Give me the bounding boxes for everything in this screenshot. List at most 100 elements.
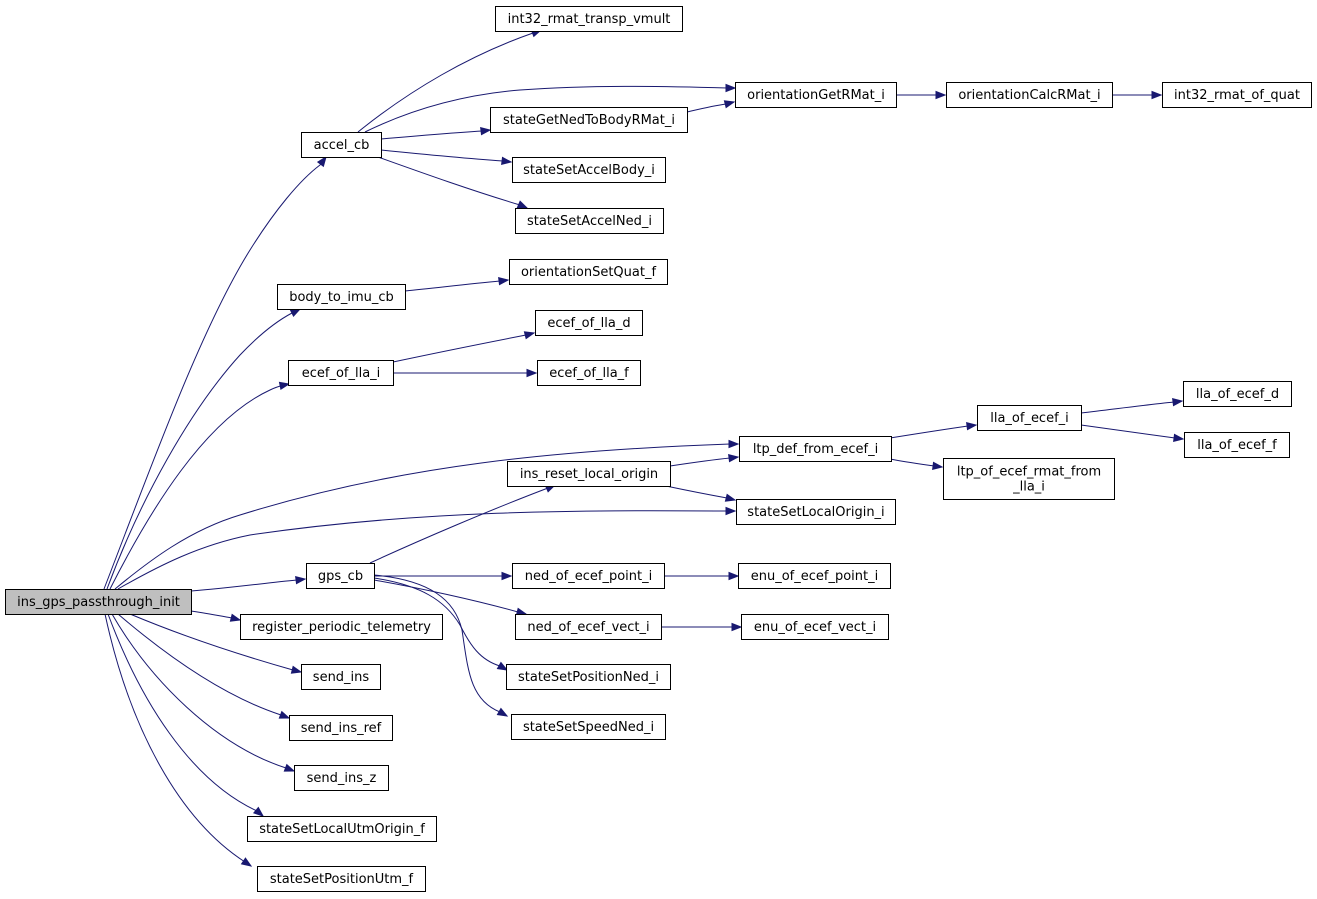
node-box bbox=[507, 461, 671, 487]
edge-accel_cb-to-stateSetAccelBody_i bbox=[380, 149, 513, 166]
node-lla_of_ecef_i[interactable]: lla_of_ecef_i bbox=[977, 405, 1082, 431]
edge-line bbox=[109, 383, 290, 590]
edge-gps_cb-to-stateSetPositionNed_i bbox=[373, 577, 509, 671]
arrow-head bbox=[501, 156, 513, 166]
node-label: ned_of_ecef_vect_i bbox=[527, 620, 649, 635]
edge-ins_reset_local_origin-to-ltp_def_from_ecef_i bbox=[669, 453, 740, 467]
node-body_to_imu_cb[interactable]: body_to_imu_cb bbox=[277, 284, 406, 310]
node-ecef_of_lla_d[interactable]: ecef_of_lla_d bbox=[535, 310, 643, 336]
arrow-head bbox=[523, 331, 536, 340]
arrow-head bbox=[935, 90, 947, 100]
arrow-head bbox=[290, 665, 303, 674]
edge-line bbox=[380, 149, 512, 163]
edge-line bbox=[373, 577, 508, 671]
edge-line bbox=[364, 85, 735, 133]
arrow-head bbox=[240, 857, 253, 867]
edge-accel_cb-to-stateSetAccelNed_i bbox=[377, 156, 529, 209]
node-label: ins_gps_passthrough_init bbox=[17, 595, 180, 610]
node-label: stateGetNedToBodyRMat_i bbox=[503, 113, 675, 128]
node-box bbox=[739, 436, 892, 462]
node-orientationGetRMat_i[interactable]: orientationGetRMat_i bbox=[735, 82, 897, 108]
node-label: ecef_of_lla_d bbox=[547, 316, 630, 331]
node-label: register_periodic_telemetry bbox=[252, 620, 431, 635]
edge-ecef_of_lla_i-to-ecef_of_lla_d bbox=[392, 331, 536, 363]
node-send_ins_ref[interactable]: send_ins_ref bbox=[289, 715, 393, 741]
node-orientationCalcRMat_i[interactable]: orientationCalcRMat_i bbox=[946, 82, 1113, 108]
node-orientationSetQuat_f[interactable]: orientationSetQuat_f bbox=[509, 259, 668, 285]
node-box bbox=[288, 360, 394, 386]
node-accel_cb[interactable]: accel_cb bbox=[301, 132, 382, 158]
arrow-head bbox=[966, 421, 978, 431]
node-label: send_ins_ref bbox=[301, 721, 382, 736]
node-ins_reset_local_origin[interactable]: ins_reset_local_origin bbox=[507, 461, 671, 487]
edge-line bbox=[669, 456, 739, 467]
node-box bbox=[738, 563, 891, 589]
edge-ins_gps_passthrough_init-to-send_ins bbox=[129, 613, 303, 674]
node-stateGetNedToBodyRMat_i[interactable]: stateGetNedToBodyRMat_i bbox=[490, 107, 688, 133]
node-box bbox=[277, 284, 406, 310]
node-label: enu_of_ecef_point_i bbox=[751, 569, 879, 584]
arrow-head bbox=[1151, 90, 1163, 100]
node-ltp_def_from_ecef_i[interactable]: ltp_def_from_ecef_i bbox=[739, 436, 892, 462]
node-label: stateSetSpeedNed_i bbox=[523, 720, 654, 735]
edge-ltp_def_from_ecef_i-to-ltp_of_ecef_rmat_from_lla_i bbox=[889, 458, 944, 471]
node-label: stateSetLocalOrigin_i bbox=[747, 505, 884, 520]
node-label: ecef_of_lla_i bbox=[302, 366, 381, 381]
node-int32_rmat_of_quat[interactable]: int32_rmat_of_quat bbox=[1162, 82, 1312, 108]
node-label: stateSetAccelBody_i bbox=[523, 163, 655, 178]
node-ltp_of_ecef_rmat_from_lla_i[interactable]: ltp_of_ecef_rmat_from_lla_i bbox=[943, 458, 1115, 500]
node-enu_of_ecef_point_i[interactable]: enu_of_ecef_point_i bbox=[738, 563, 891, 589]
arrow-head bbox=[725, 506, 737, 516]
node-ecef_of_lla_f[interactable]: ecef_of_lla_f bbox=[537, 360, 641, 386]
edge-stateGetNedToBodyRMat_i-to-orientationGetRMat_i bbox=[686, 100, 736, 113]
arrow-head bbox=[295, 575, 307, 585]
node-send_ins_z[interactable]: send_ins_z bbox=[294, 765, 389, 791]
node-box bbox=[512, 563, 665, 589]
node-gps_cb[interactable]: gps_cb bbox=[306, 563, 375, 589]
arrow-head bbox=[728, 571, 740, 581]
node-label: ltp_of_ecef_rmat_from bbox=[957, 465, 1101, 480]
edge-gps_cb-to-stateSetSpeedNed_i bbox=[373, 574, 509, 717]
edge-ins_gps_passthrough_init-to-stateSetLocalOrigin_i bbox=[117, 506, 737, 590]
arrow-head bbox=[278, 381, 291, 391]
node-ned_of_ecef_point_i[interactable]: ned_of_ecef_point_i bbox=[512, 563, 665, 589]
edge-ins_gps_passthrough_init-to-stateSetLocalUtmOrigin_f bbox=[107, 613, 265, 817]
arrow-head bbox=[723, 100, 736, 109]
node-register_periodic_telemetry[interactable]: register_periodic_telemetry bbox=[240, 614, 443, 640]
node-label: ins_reset_local_origin bbox=[520, 467, 658, 482]
node-stateSetPositionNed_i[interactable]: stateSetPositionNed_i bbox=[506, 664, 671, 690]
edge-ins_gps_passthrough_init-to-body_to_imu_cb bbox=[106, 308, 302, 590]
edge-accel_cb-to-stateGetNedToBodyRMat_i bbox=[380, 126, 492, 140]
node-label: _lla_i bbox=[1012, 480, 1045, 495]
arrow-head bbox=[278, 710, 291, 719]
node-box bbox=[946, 82, 1113, 108]
arrow-head bbox=[731, 622, 743, 632]
edge-ned_of_ecef_vect_i-to-enu_of_ecef_vect_i bbox=[661, 622, 743, 632]
arrow-head bbox=[229, 613, 242, 622]
node-lla_of_ecef_f[interactable]: lla_of_ecef_f bbox=[1184, 432, 1290, 458]
node-ned_of_ecef_vect_i[interactable]: ned_of_ecef_vect_i bbox=[515, 614, 662, 640]
node-int32_rmat_transp_vmult[interactable]: int32_rmat_transp_vmult bbox=[495, 6, 683, 32]
node-stateSetAccelNed_i[interactable]: stateSetAccelNed_i bbox=[515, 208, 664, 234]
node-stateSetAccelBody_i[interactable]: stateSetAccelBody_i bbox=[512, 157, 666, 183]
node-stateSetPositionUtm_f[interactable]: stateSetPositionUtm_f bbox=[257, 866, 426, 892]
edge-line bbox=[117, 613, 290, 719]
edge-ins_reset_local_origin-to-stateSetLocalOrigin_i bbox=[665, 485, 737, 502]
edge-ins_gps_passthrough_init-to-ecef_of_lla_i bbox=[109, 381, 291, 590]
node-label: send_ins bbox=[313, 670, 370, 685]
arrow-head bbox=[252, 806, 265, 817]
node-box bbox=[1183, 381, 1292, 407]
node-lla_of_ecef_d[interactable]: lla_of_ecef_d bbox=[1183, 381, 1292, 407]
arrow-head bbox=[498, 276, 510, 286]
node-enu_of_ecef_vect_i[interactable]: enu_of_ecef_vect_i bbox=[741, 614, 889, 640]
node-stateSetLocalOrigin_i[interactable]: stateSetLocalOrigin_i bbox=[736, 499, 896, 525]
node-ins_gps_passthrough_init[interactable]: ins_gps_passthrough_init bbox=[5, 589, 192, 615]
arrow-head bbox=[283, 763, 296, 772]
node-send_ins[interactable]: send_ins bbox=[301, 664, 381, 690]
node-box bbox=[741, 614, 889, 640]
node-label: ltp_def_from_ecef_i bbox=[753, 442, 878, 457]
node-ecef_of_lla_i[interactable]: ecef_of_lla_i bbox=[288, 360, 394, 386]
node-stateSetLocalUtmOrigin_f[interactable]: stateSetLocalUtmOrigin_f bbox=[247, 816, 437, 842]
edge-lla_of_ecef_i-to-lla_of_ecef_f bbox=[1080, 424, 1185, 443]
node-stateSetSpeedNed_i[interactable]: stateSetSpeedNed_i bbox=[511, 714, 666, 740]
